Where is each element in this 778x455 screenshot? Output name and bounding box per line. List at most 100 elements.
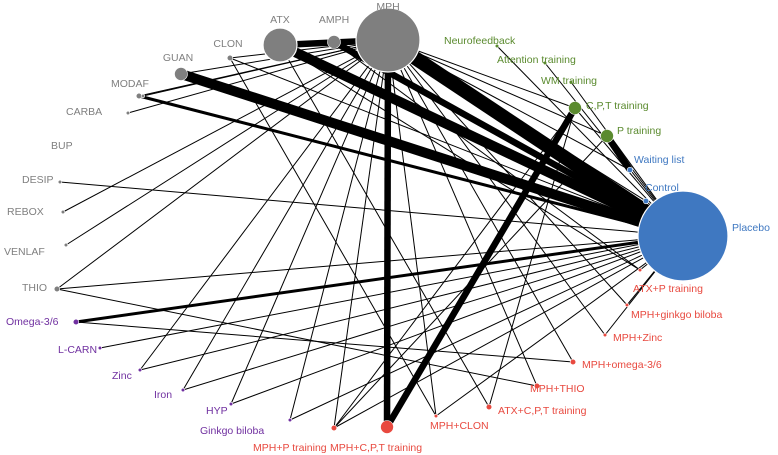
edge-mph-carba [142,39,389,97]
edge-mph-wait [387,39,631,171]
edge-mph-venlaf [65,39,389,246]
edge-placebo-mph_p [333,235,684,429]
node-clon [226,54,234,62]
node-neuro [494,43,500,49]
edge-mph-zinc [139,39,389,371]
node-bup [125,110,131,116]
edge-layer [56,34,687,429]
node-layer [53,7,729,434]
node-placebo [637,190,729,282]
label-iron: Iron [154,389,172,401]
edge-mph-rebox [62,39,389,213]
node-ptrain [600,129,614,143]
node-ginkgo [287,417,293,423]
label-amph: AMPH [319,14,349,26]
edge-mph-mph_cpt [383,39,392,428]
edge-thio-placebo [56,235,684,290]
edge-omega-mph_omega [75,321,574,363]
node-mph_thio [533,382,541,390]
node-amph [327,35,341,49]
edge-mph-mph_omega [387,39,574,363]
edge-mph-bup [127,39,389,114]
label-desip: DESIP [22,174,54,186]
label-lcarn: L-CARN [58,344,97,356]
edge-mph-cpttrain [387,39,576,109]
node-atx [262,27,298,63]
node-control [642,197,650,205]
label-zinc: Zinc [112,370,132,382]
label-mph_clon: MPH+CLON [430,420,489,432]
label-mph_zinc: MPH+Zinc [613,332,662,344]
label-bup: BUP [51,140,73,152]
label-mph_ginkgo: MPH+ginkgo biloba [631,309,723,321]
node-thio [53,285,61,293]
node-venlaf [63,242,69,248]
node-lcarn [97,345,103,351]
node-mph_zinc [602,332,608,338]
label-attn: Attention training [497,54,576,66]
label-ptrain: P training [617,125,661,137]
node-hyp [228,401,234,407]
node-cpttrain [568,101,582,115]
edge-ptrain-mph_p [333,135,608,429]
label-cpttrain: C,P,T training [586,100,649,112]
edge-mph-control [387,39,647,202]
node-wait [626,166,634,174]
edge-mph-mph_thio [387,39,538,387]
edge-modaf-placebo [138,94,684,238]
edge-zinc-placebo [139,235,684,371]
label-atx_p: ATX+P training [633,283,703,295]
label-venlaf: VENLAF [4,246,45,258]
label-wm: WM training [541,75,597,87]
node-guan [174,67,188,81]
label-hyp: HYP [206,405,228,417]
edge-thio-mph_thio [56,288,538,387]
edge-amph-atx_p [333,41,641,271]
node-desip [57,179,63,185]
label-mph_cpt: MPH+C,P,T training [330,442,422,454]
edge-hyp-placebo [230,235,684,405]
edge-clon-placebo [229,57,684,237]
edge-desip-placebo [59,181,684,237]
node-zinc [137,367,143,373]
label-mph_p: MPH+P training [253,442,327,454]
node-rebox [60,209,66,215]
label-omega: Omega-3/6 [6,316,59,328]
edge-mph-thio [56,39,389,290]
edge-mph-mph_p [333,39,389,429]
label-carba: CARBA [66,106,102,118]
label-atx_cpt: ATX+C,P,T training [498,405,587,417]
edge-atx-atx_cpt [279,44,490,408]
label-guan: GUAN [163,52,193,64]
node-mph_omega [569,358,577,366]
edge-omega-placebo [75,234,684,324]
edge-clon-mph_clon [229,57,437,417]
label-mph_omega: MPH+omega-3/6 [582,359,662,371]
edge-atx-atx_p [279,44,641,271]
node-wm [568,79,574,85]
edge-lcarn-placebo [99,235,684,349]
node-attn [542,60,548,66]
label-neuro: Neurofeedback [444,35,516,47]
node-atx_cpt [485,403,493,411]
label-wait: Waiting list [634,154,684,166]
node-mph_p [330,424,338,432]
label-clon: CLON [213,38,242,50]
node-carba [140,93,146,99]
node-mph_ginkgo [624,302,630,308]
node-mph_cpt [380,420,394,434]
edge-mph-ginkgo [289,39,389,421]
node-iron [180,387,186,393]
label-layer: MPHAMPHATXCLONGUANMODAFCARBABUPDESIPREBO… [4,1,770,454]
label-modaf: MODAF [111,78,149,90]
edge-atx-placebo [277,40,686,241]
edge-ginkgo-placebo [289,235,684,421]
edge-guan-placebo [179,69,685,241]
node-atx_p [637,267,643,273]
label-placebo: Placebo [732,222,770,234]
label-control: Control [645,182,679,194]
edge-cpttrain-atx_cpt [488,107,576,408]
node-mph_clon [433,413,439,419]
